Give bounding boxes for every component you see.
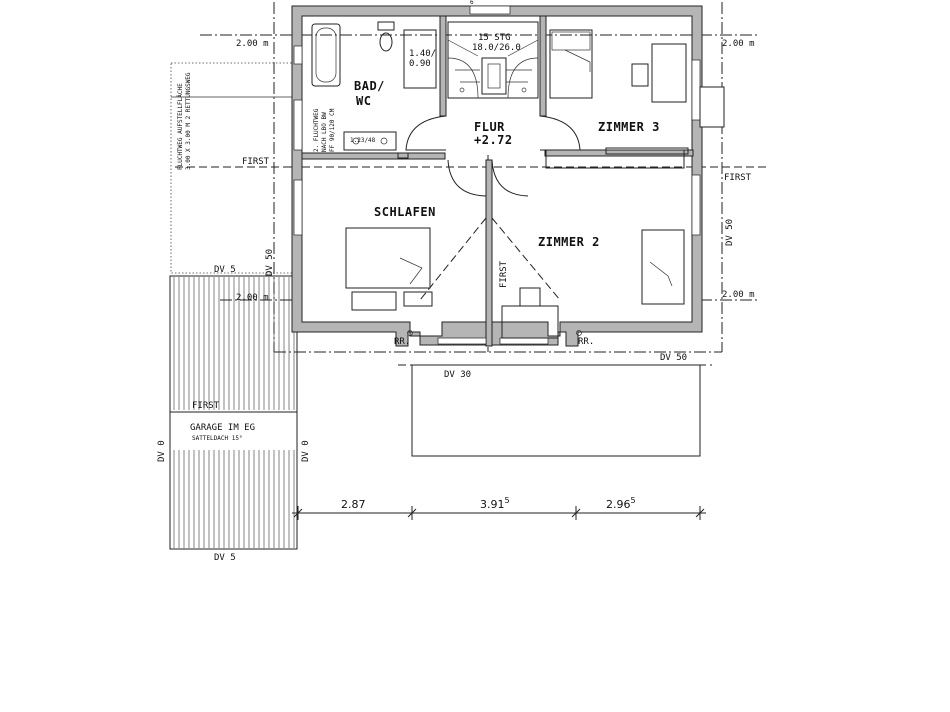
garage-label: GARAGE IM EG: [190, 423, 255, 433]
wardrobe-zimmer2: [545, 149, 685, 169]
escape-area-note: FLUCHTWEG AUFSTELLFLÄCHE 3.00 X 3.00 M 2…: [177, 72, 192, 170]
dv50-right-label: DV 50: [725, 219, 735, 246]
first-vertical-label: FIRST: [499, 260, 509, 288]
stair-steps: 15 STG: [478, 33, 511, 43]
svg-text:2. FLUCHTWEG: 2. FLUCHTWEG: [313, 108, 320, 152]
dv50-left-label: DV 50: [265, 249, 275, 276]
desk-zimmer3: [631, 43, 687, 103]
first-left-label: FIRST: [242, 157, 270, 167]
level-left-top: 2.00 m: [236, 39, 269, 49]
washbasin: [343, 131, 397, 151]
svg-text:FLUCHTWEG AUFSTELLFLÄCHE: FLUCHTWEG AUFSTELLFLÄCHE: [177, 83, 184, 170]
room-label-bad: BAD/: [354, 79, 385, 93]
flur-level: +2.72: [474, 133, 513, 147]
top-mark: 6: [470, 0, 474, 6]
stair-ratio: 18.0/26.0: [472, 43, 521, 53]
windows: [293, 5, 725, 345]
room-label-zimmer2: ZIMMER 2: [538, 235, 600, 249]
escape-note: 2. FLUCHTWEG NACH LBO BW FF 90/120 CM: [313, 108, 336, 152]
roof-valley-lines: [419, 217, 561, 301]
dv30-label: DV 30: [444, 370, 471, 380]
staircase: [447, 21, 539, 99]
level-right-bottom: 2.00 m: [722, 290, 755, 300]
first-right-label: FIRST: [724, 173, 752, 183]
shower-tray: [403, 29, 437, 89]
room-label-zimmer3: ZIMMER 3: [598, 120, 660, 134]
interior-walls: [301, 15, 694, 347]
dv50-bottom-label: DV 50: [660, 353, 687, 363]
downpipe-right: RR.: [578, 337, 594, 347]
dimension-line: [292, 506, 706, 520]
window-size-label-2: 0.90: [409, 59, 431, 69]
dv0-left-label: DV 0: [157, 440, 167, 462]
dv5-top-label: DV 5: [214, 265, 236, 275]
dimension-3: 2.965: [606, 496, 636, 511]
svg-text:NACH LBO BW: NACH LBO BW: [321, 112, 328, 152]
bathtub: [311, 23, 341, 87]
window-size-label: 1.40/: [409, 49, 436, 59]
wardrobe-zimmer3: [605, 147, 689, 155]
dimension-1: 2.87: [341, 498, 366, 511]
room-label-schlafen: SCHLAFEN: [374, 205, 436, 219]
dimension-2: 3.915: [480, 496, 510, 511]
wardrobe-schlafen: [351, 291, 397, 311]
svg-text:FF 90/120 CM: FF 90/120 CM: [329, 108, 336, 152]
exterior-walls: [291, 5, 703, 347]
dv5-bottom-label: DV 5: [214, 553, 236, 563]
level-right-top: 2.00 m: [722, 39, 755, 49]
bed-schlafen: [345, 227, 431, 289]
sink-label: 1.23/48: [350, 137, 376, 144]
garage-roof-label: SATTELDACH 15°: [192, 435, 243, 442]
garage-roof: [169, 275, 298, 550]
room-label-flur: FLUR: [474, 120, 505, 134]
dv0-right-label: DV 0: [301, 440, 311, 462]
bed-zimmer2: [641, 229, 685, 305]
svg-text:3.00 X 3.00 M 2 RETTUNGSWEG: 3.00 X 3.00 M 2 RETTUNGSWEG: [185, 72, 192, 170]
level-left-bottom: 2.00 m: [236, 293, 269, 303]
desk-zimmer2: [501, 287, 559, 339]
first-garage-label: FIRST: [192, 401, 220, 411]
downpipe-left: RR.: [394, 337, 410, 347]
nightstand-schlafen: [403, 291, 433, 307]
bed-zimmer3: [549, 29, 593, 99]
toilet: [377, 21, 395, 52]
room-label-wc: WC: [356, 94, 371, 108]
